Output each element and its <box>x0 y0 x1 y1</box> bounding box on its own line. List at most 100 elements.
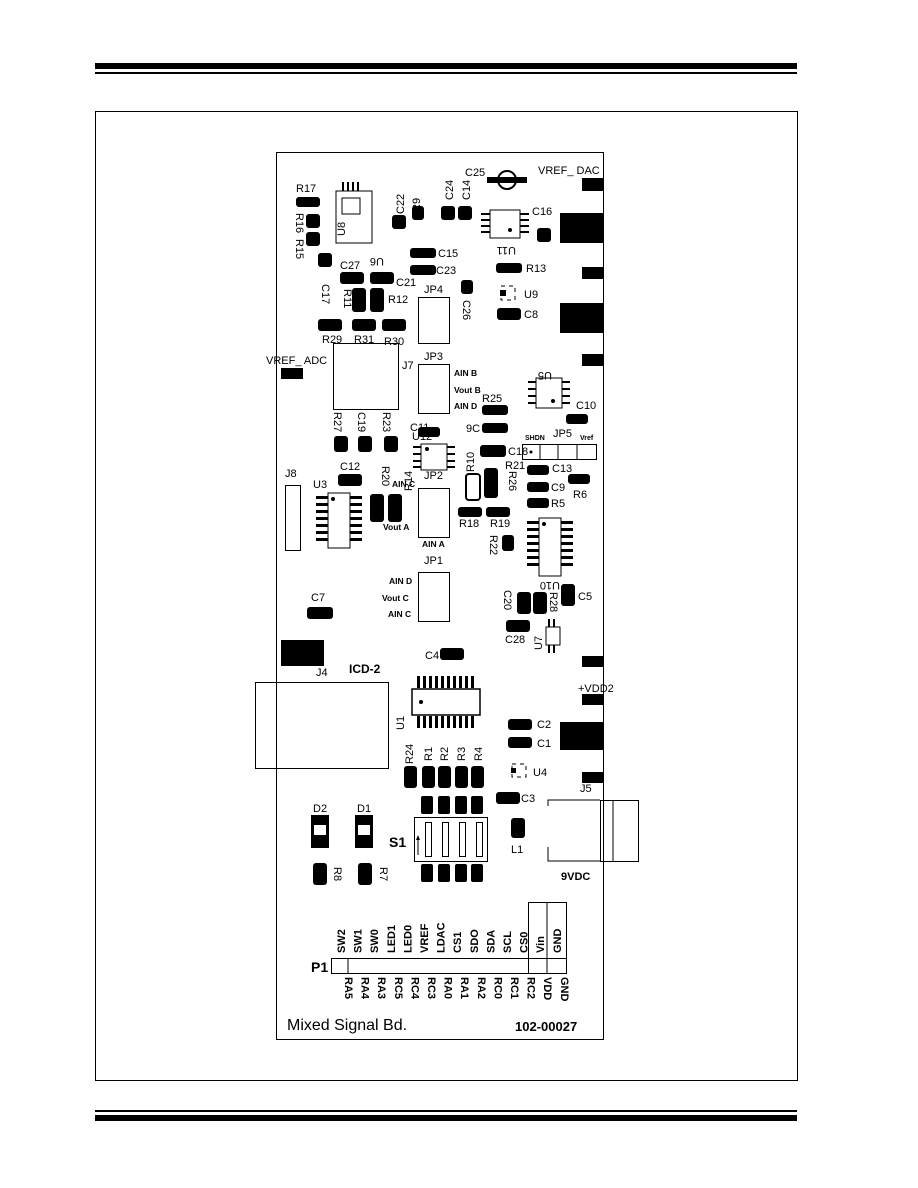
c15-label: C15 <box>438 248 458 260</box>
u4-label: U4 <box>533 767 547 779</box>
header-pin-label: RA3 <box>375 977 387 999</box>
header-pin-label: VDD <box>541 977 553 1000</box>
vref-adc-label: VREF_ ADC <box>266 355 327 367</box>
c4-label: C4 <box>425 650 439 662</box>
power-in-label: 9VDC <box>561 871 590 883</box>
c16-label: C16 <box>532 206 552 218</box>
jp1-label-1: AIN D <box>389 576 412 586</box>
r14-label: R14 <box>403 471 415 491</box>
u11-label: U11 <box>497 244 516 256</box>
header-pin-label: RC3 <box>425 977 437 999</box>
r17-r16-r15-group: R17 R16 R15 <box>293 183 332 267</box>
u7-component: U7 <box>533 619 561 653</box>
icd2-label: ICD-2 <box>349 662 381 676</box>
c5-label: C5 <box>578 591 592 603</box>
r19-label: R19 <box>490 518 510 530</box>
header-pin-label: RA0 <box>442 977 454 999</box>
r28-label: R28 <box>547 592 559 612</box>
c28-label: C28 <box>505 634 525 646</box>
r9-label: R9 <box>411 198 423 212</box>
header-pin-label: SDA <box>485 930 497 953</box>
r22-label: R22 <box>487 535 499 555</box>
r27-label: R27 <box>331 412 343 432</box>
u9-label: U9 <box>524 289 538 301</box>
board-name: Mixed Signal Bd. <box>287 1017 407 1034</box>
footer-rule <box>95 1110 797 1121</box>
header-pin-label: SW1 <box>353 929 365 953</box>
r21-label: R21 <box>505 460 525 472</box>
edge-pads <box>281 178 604 783</box>
u8-label: U8 <box>336 222 348 236</box>
c26-label: C26 <box>460 300 472 320</box>
jp3-label-1: AIN B <box>454 368 477 378</box>
jp1-label-3: AIN C <box>388 609 411 619</box>
r5-label: R5 <box>551 498 565 510</box>
c21-label: C21 <box>396 277 416 289</box>
r12-label: R12 <box>388 294 408 306</box>
r1-label: R1 <box>423 747 435 761</box>
r13-label: R13 <box>526 263 546 275</box>
header-pin-label: CS1 <box>452 932 464 953</box>
header-pin-label: GND <box>558 977 570 1002</box>
c10-label: C10 <box>576 400 596 412</box>
c23-label: C23 <box>436 265 456 277</box>
header-pin-label: RA4 <box>359 977 371 1000</box>
vdd2-label: +VDD2 <box>578 683 614 695</box>
header-pin-label: LED0 <box>402 925 414 953</box>
j5-label: J5 <box>580 783 592 795</box>
u12-label: U12 <box>412 431 432 443</box>
header-pin-label: SW2 <box>336 929 348 953</box>
header-pin-label: RC1 <box>508 977 520 999</box>
r2-label: R2 <box>439 747 451 761</box>
r3-label: R3 <box>456 747 468 761</box>
c24-label: C24 <box>444 180 456 200</box>
u3-label: U3 <box>313 479 327 491</box>
c25-label: C25 <box>465 167 485 179</box>
r30-label: R30 <box>384 336 404 348</box>
r7-label: R7 <box>377 867 389 881</box>
j8-label: J8 <box>285 468 297 480</box>
r10-label: R10 <box>465 452 477 472</box>
jp2-label: JP2 <box>424 470 443 482</box>
r26-label: R26 <box>506 471 518 491</box>
r16-label: R16 <box>293 213 305 233</box>
header-pin-label: RA2 <box>475 977 487 999</box>
p1-header <box>331 902 567 974</box>
r29-label: R29 <box>322 334 342 346</box>
header-pin-label: RC0 <box>491 977 503 999</box>
jp3-label: JP3 <box>424 351 443 363</box>
u6-label: U6 <box>370 255 384 267</box>
jp5-shdn-label: SHDN <box>525 435 545 442</box>
header-pin-label: GND <box>552 929 564 954</box>
c17-label: C17 <box>319 284 331 304</box>
j7-label: J7 <box>402 360 414 372</box>
u1-label: U1 <box>395 716 407 730</box>
jp1-label-2: Vout C <box>382 593 409 603</box>
u5-label: U5 <box>538 369 552 381</box>
c6-label: 9C <box>466 423 480 435</box>
r17-label: R17 <box>296 183 316 195</box>
c22-r9-c24-c14-group <box>392 206 472 229</box>
c22-label: C22 <box>395 194 407 214</box>
jp2-label-2: Vout A <box>383 522 409 532</box>
r8-label: R8 <box>331 867 343 881</box>
header-pin-label: LED1 <box>386 925 398 953</box>
p1-label: P1 <box>311 959 328 975</box>
u5-component: U5 <box>528 369 570 409</box>
jp5-label: JP5 <box>553 428 572 440</box>
r6-label: R6 <box>573 489 587 501</box>
figure-frame <box>95 111 798 1081</box>
jp3-label-3: AIN D <box>454 401 477 411</box>
header-pin-label: RA5 <box>342 977 354 999</box>
header-pin-label: Vin <box>535 936 547 953</box>
r4-label: R4 <box>473 747 485 761</box>
vref-dac-label: VREF_ DAC <box>538 165 600 177</box>
s1-component <box>414 796 488 882</box>
u10-label: U10 <box>540 579 560 591</box>
c3-label: C3 <box>521 793 535 805</box>
u9-component: U9 <box>500 285 538 301</box>
r18-label: R18 <box>459 518 479 530</box>
